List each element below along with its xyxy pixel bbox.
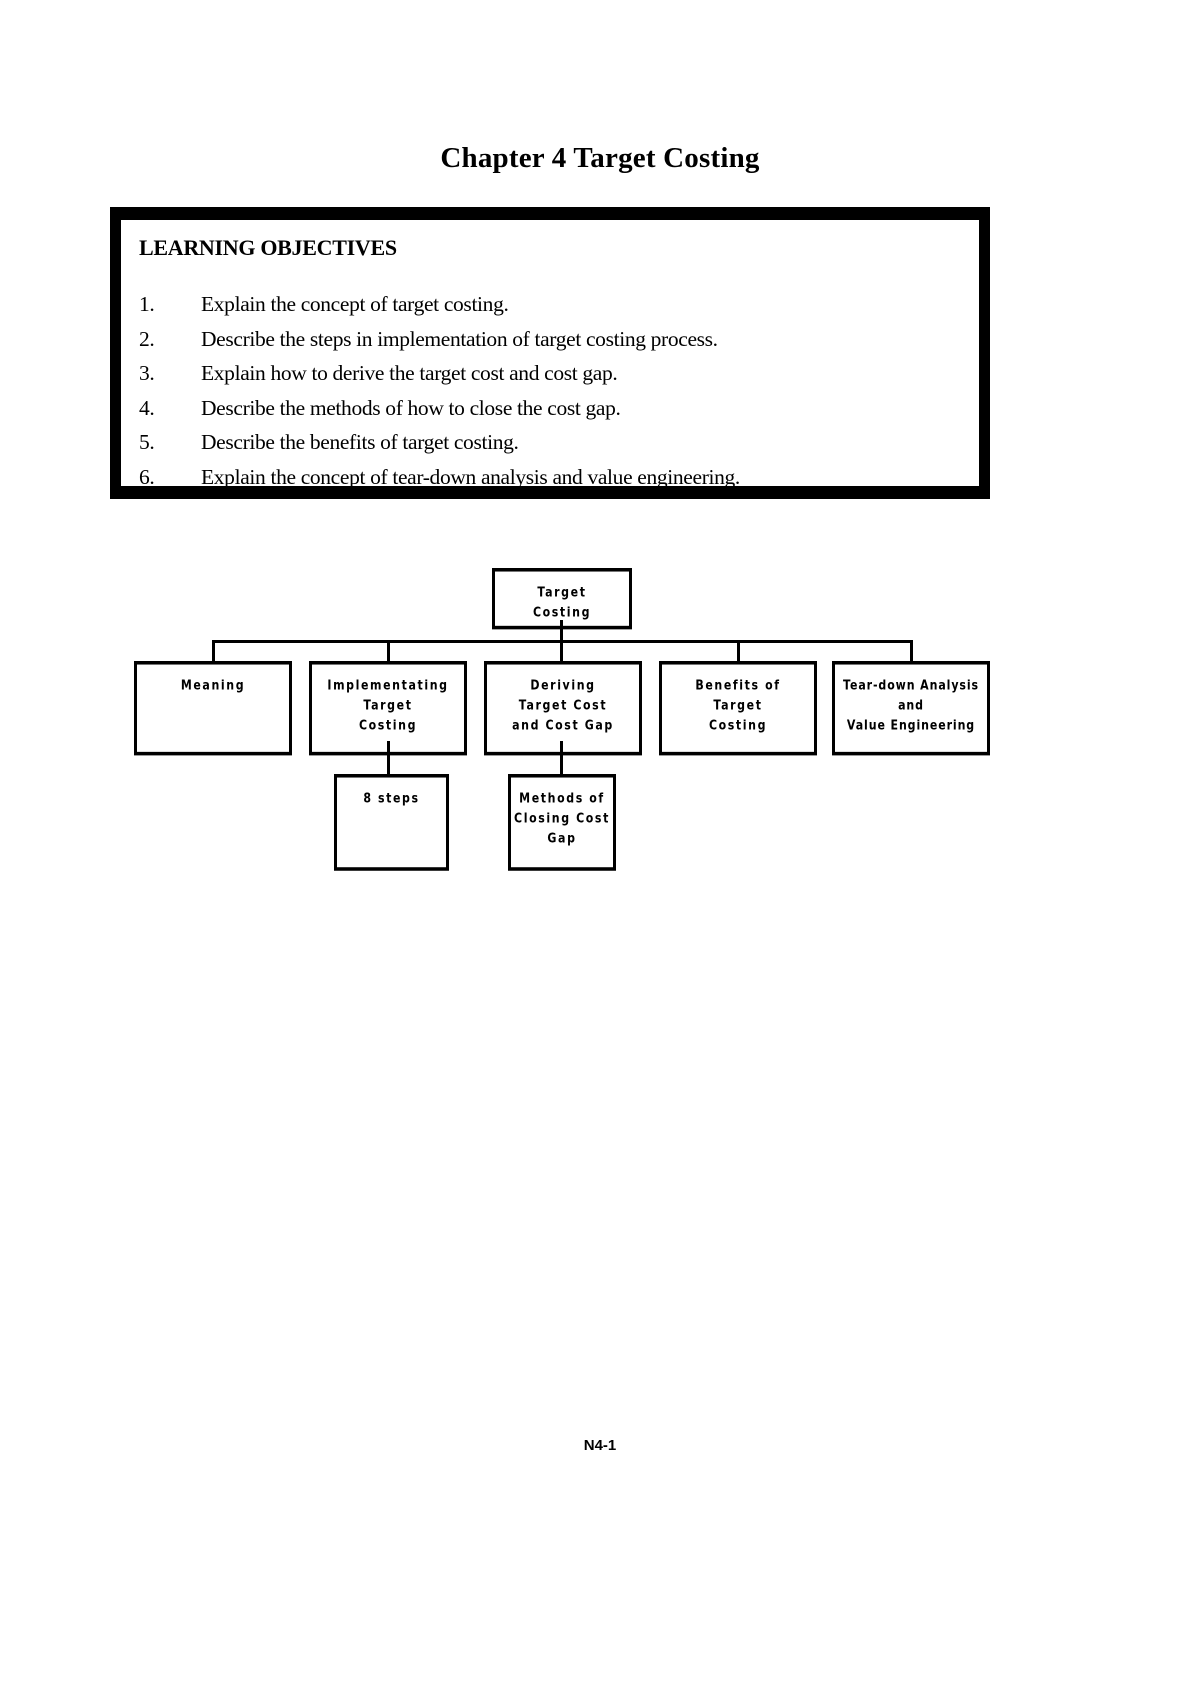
tree-node-line-1: Deriving [530, 677, 596, 693]
tree-node-target-costing: Target Costing [492, 568, 632, 630]
learning-objectives-list: 1. Explain the concept of target costing… [139, 292, 959, 499]
connector-drop-benefits [737, 640, 740, 662]
list-item-number: 1. [139, 292, 155, 316]
list-item: 2. Describe the steps in implementation … [139, 327, 959, 362]
list-item-number: 2. [139, 326, 155, 351]
list-item-text: Explain the concept of tear-down analysi… [201, 464, 740, 489]
tree-node-line-1: Target [537, 584, 587, 600]
tree-node-benefits-of-target-costing: Benefits of Target Costing [659, 661, 817, 756]
list-item: 4. Describe the methods of how to close … [139, 396, 959, 431]
tree-node-line-3: Costing [358, 717, 418, 733]
tree-node-line-2: Target [363, 697, 413, 713]
connector-root-stem [560, 620, 563, 642]
page-footer: N4-1 [583, 1437, 617, 1454]
list-item-text: Describe the steps in implementation of … [201, 326, 718, 351]
list-item-text: Explain the concept of target costing. [201, 292, 509, 316]
tree-node-line-1: 8 steps [363, 790, 420, 806]
page-title: Chapter 4 Target Costing [440, 142, 760, 174]
tree-node-line-3: Costing [708, 717, 768, 733]
tree-node-line-3: Gap [547, 830, 577, 846]
list-item-number: 5. [139, 430, 155, 454]
tree-node-deriving-target-cost-and-cost-gap: Deriving Target Cost and Cost Gap [484, 661, 642, 756]
tree-node-line-2: and [898, 697, 924, 713]
learning-objectives-box: LEARNING OBJECTIVES 1. Explain the conce… [110, 207, 990, 499]
tree-node-line-3: and Cost Gap [512, 717, 614, 733]
connector-drop-meaning [212, 640, 215, 662]
tree-node-methods-of-closing-cost-gap: Methods of Closing Cost Gap [508, 774, 616, 871]
connector-drop-deriving [560, 640, 563, 662]
tree-node-line-1: Meaning [180, 677, 246, 693]
tree-node-meaning: Meaning [134, 661, 292, 756]
tree-node-line-1: Methods of [519, 790, 605, 806]
list-item: 1. Explain the concept of target costing… [139, 292, 959, 327]
list-item: 5. Describe the benefits of target costi… [139, 430, 959, 465]
list-item-number: 6. [139, 464, 155, 489]
learning-objectives-inner: LEARNING OBJECTIVES 1. Explain the conce… [119, 218, 981, 489]
tree-node-8-steps: 8 steps [334, 774, 449, 871]
tree-node-line-2: Target Cost [518, 697, 608, 713]
tree-node-line-2: Costing [532, 604, 592, 620]
list-item-number: 3. [139, 361, 155, 385]
tree-node-line-3: Value Engineering [846, 717, 976, 733]
tree-node-implementating-target-costing: Implementating Target Costing [309, 661, 467, 756]
list-item: 6. Explain the concept of tear-down anal… [139, 465, 959, 500]
connector-drop-8-steps [387, 741, 390, 774]
tree-node-line-1: Benefits of [695, 677, 781, 693]
learning-objectives-heading: LEARNING OBJECTIVES [139, 235, 397, 260]
tree-node-line-2: Closing Cost [514, 810, 610, 826]
list-item-text: Explain how to derive the target cost an… [201, 361, 618, 385]
connector-drop-implementating [387, 640, 390, 662]
tree-node-line-2: Target [713, 697, 763, 713]
tree-node-line-1: Tear-down Analysis [843, 677, 979, 693]
list-item-text: Describe the benefits of target costing. [201, 430, 519, 454]
list-item-number: 4. [139, 395, 155, 420]
list-item: 3. Explain how to derive the target cost… [139, 361, 959, 396]
list-item-text: Describe the methods of how to close the… [201, 395, 621, 420]
connector-drop-teardown [910, 640, 913, 662]
tree-node-line-1: Implementating [327, 677, 449, 693]
tree-node-tear-down-analysis-and-value-engineering: Tear-down Analysis and Value Engineering [832, 661, 990, 756]
connector-drop-methods-of-closing-cost-gap [560, 741, 563, 774]
